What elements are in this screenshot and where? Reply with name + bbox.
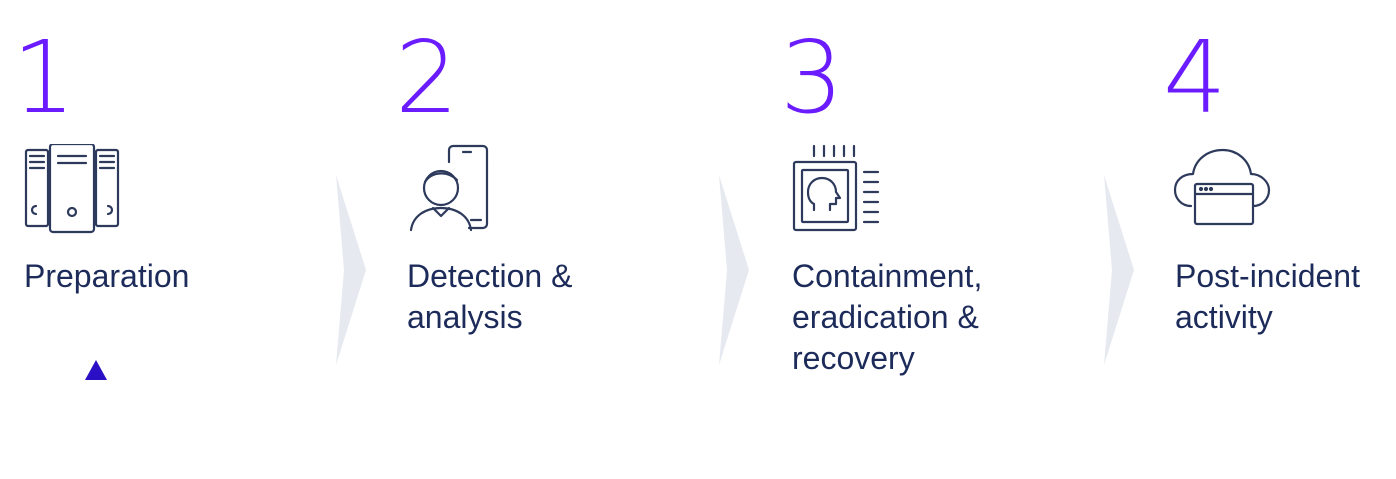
- step-label: Detection & analysis: [407, 258, 573, 335]
- server-cluster-icon: [24, 144, 120, 234]
- chevron-right-icon: [336, 175, 366, 365]
- step-number: 3: [780, 19, 844, 136]
- user-device-icon: [409, 144, 489, 232]
- step-label: Containment, eradication & recovery: [792, 258, 983, 376]
- step-number: 4: [1163, 19, 1227, 136]
- cloud-browser-icon: [1173, 148, 1271, 226]
- step-number: 1: [12, 19, 76, 136]
- arrow-head-up-icon: [85, 360, 107, 380]
- step-label: Post-incident activity: [1175, 258, 1360, 335]
- chevron-right-icon: [719, 175, 749, 365]
- step-number: 2: [395, 19, 459, 136]
- chevron-right-icon: [1104, 175, 1134, 365]
- chip-head-icon: [792, 144, 880, 232]
- step-label: Preparation: [24, 258, 190, 294]
